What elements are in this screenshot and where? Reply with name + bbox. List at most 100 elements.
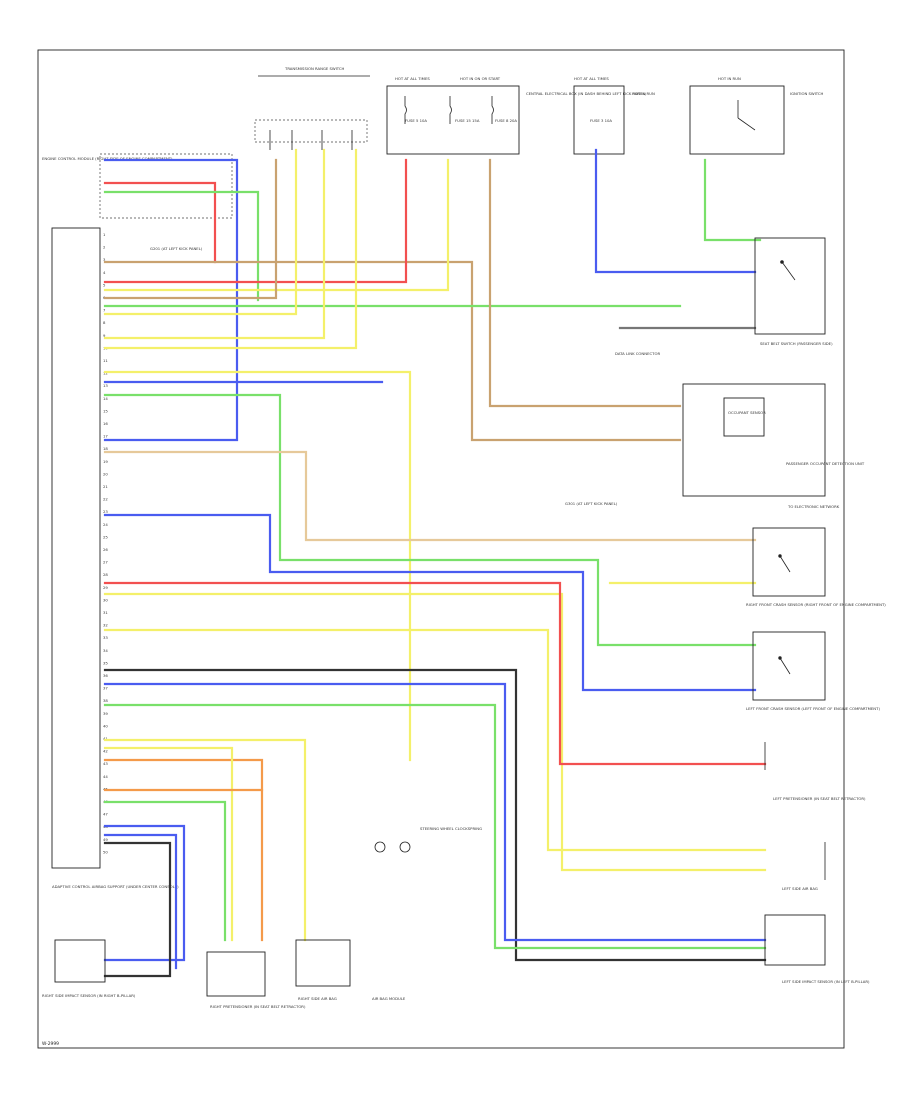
wire-brown-3: [488, 158, 682, 408]
module-pin-35: 35: [103, 660, 108, 665]
module-pin-15: 15: [103, 408, 108, 413]
label-side-sensor-l: LEFT SIDE IMPACT SENSOR (IN LEFT B-PILLA…: [782, 979, 870, 984]
wire-brown-2: [103, 158, 278, 300]
module-pin-3: 3: [103, 257, 106, 262]
label-data-link: DATA LINK CONNECTOR: [615, 351, 660, 356]
occupant-detect-box: [682, 383, 826, 497]
wire-blue-3: [103, 513, 757, 692]
module-pin-39: 39: [103, 711, 108, 716]
wire-yellow-4: [103, 148, 358, 350]
module-pin-43: 43: [103, 761, 108, 766]
module-pin-22: 22: [103, 497, 108, 502]
module-pin-1: 1: [103, 232, 106, 237]
side-sensor-l-box: [764, 914, 826, 966]
label-hotfuse3: HOT AT ALL TIMES: [574, 76, 609, 81]
wire-tan-1: [103, 450, 757, 542]
label-to-network: TO ELECTRONIC NETWORK: [787, 504, 840, 509]
module-pin-4: 4: [103, 270, 106, 275]
label-fuse-c: FUSE 8 20A: [495, 118, 517, 123]
label-clock-spring: STEERING WHEEL CLOCKSPRING: [420, 826, 482, 831]
module-pin-37: 37: [103, 686, 108, 691]
wire-green-top: [703, 158, 762, 242]
label-fuse-d: FUSE 3 10A: [590, 118, 612, 123]
module-pin-49: 49: [103, 837, 108, 842]
module-pin-5: 5: [103, 282, 106, 287]
seatbelt-switch-box: [754, 237, 826, 335]
module-pin-27: 27: [103, 560, 108, 565]
module-pin-44: 44: [103, 774, 108, 779]
wire-yellow-3: [103, 148, 326, 340]
diagram-frame: [37, 49, 845, 1049]
airbag-control-module: [51, 227, 101, 869]
module-pin-21: 21: [103, 484, 108, 489]
wire-red-2: [103, 581, 767, 766]
wire-brown-main: [103, 260, 682, 442]
module-pin-11: 11: [103, 358, 108, 363]
wire-black-2: [103, 841, 172, 978]
module-pin-20: 20: [103, 471, 108, 476]
module-pin-40: 40: [103, 723, 108, 728]
module-pin-7: 7: [103, 308, 106, 313]
seatbelt-switch-symbol: [780, 260, 796, 281]
label-fuse-note: CENTRAL ELECTRICAL BOX (IN DASH BEHIND L…: [526, 91, 647, 96]
label-airbag-module: AIR BAG MODULE: [372, 996, 406, 1001]
module-pin-16: 16: [103, 421, 108, 426]
label-fuse-b: FUSE 15 15A: [455, 118, 480, 123]
clockspring-symbol: [374, 841, 411, 853]
wire-yellow-9: [103, 746, 234, 942]
module-pin-33: 33: [103, 635, 108, 640]
wire-yellow-5: [103, 370, 412, 762]
module-pin-31: 31: [103, 610, 108, 615]
module-pin-36: 36: [103, 673, 108, 678]
label-ground-a: G201 (AT LEFT KICK PANEL): [150, 246, 203, 251]
label-occupant-detect: PASSENGER OCCUPANT DETECTION UNIT: [786, 461, 865, 466]
label-hotrun-2: HOT IN RUN: [718, 76, 741, 81]
module-pin-17: 17: [103, 434, 108, 439]
transmission-switch-box: [254, 119, 368, 143]
transmission-terminals: [269, 130, 353, 150]
label-hotrun: HOT IN RUN: [632, 91, 655, 96]
label-pretensioner-l: LEFT PRETENSIONER (IN SEAT BELT RETRACTO…: [773, 796, 866, 801]
label-ignition: IGNITION SWITCH: [790, 91, 824, 96]
wire-green-4: [103, 800, 227, 942]
module-pin-28: 28: [103, 572, 108, 577]
module-pin-26: 26: [103, 547, 108, 552]
footer-code: W-2999: [42, 1041, 59, 1047]
left-front-sensor-box: [752, 631, 826, 701]
label-airbag-control: ADAPTIVE CONTROL AIRBAG SUPPORT (UNDER C…: [52, 884, 179, 889]
wire-yellow-6: [103, 592, 767, 872]
module-pin-18: 18: [103, 446, 108, 451]
module-pin-29: 29: [103, 585, 108, 590]
label-side-sensor-r: RIGHT SIDE IMPACT SENSOR (IN RIGHT B-PIL…: [42, 993, 136, 998]
wire-layer: [103, 148, 767, 978]
label-occupant: OCCUPANT SENSOR: [728, 410, 766, 415]
right-front-sensor-box: [752, 527, 826, 597]
label-right-side-air: RIGHT SIDE AIR BAG: [298, 996, 337, 1001]
module-pin-23: 23: [103, 509, 108, 514]
wire-blue-5: [103, 824, 186, 962]
module-pin-41: 41: [103, 736, 108, 741]
label-transmission: TRANSMISSION RANGE SWITCH: [284, 66, 345, 71]
label-hotfuse1: HOT AT ALL TIMES: [395, 76, 430, 81]
label-ecm: ENGINE CONTROL MODULE (RIGHT SIDE OF ENG…: [42, 156, 173, 161]
module-pin-2: 2: [103, 245, 106, 250]
wire-blue-6: [103, 833, 178, 970]
module-pin-9: 9: [103, 333, 106, 338]
pretensioner-r-box: [206, 951, 266, 997]
label-front-impact-r: RIGHT FRONT CRASH SENSOR (RIGHT FRONT OF…: [746, 602, 886, 607]
module-pin-14: 14: [103, 396, 108, 401]
fuse-symbols: [404, 96, 494, 124]
wire-yellow-8: [103, 738, 307, 942]
module-pin-13: 13: [103, 383, 108, 388]
module-pin-30: 30: [103, 597, 108, 602]
left-front-sensor-symbol: [778, 656, 791, 675]
module-pin-32: 32: [103, 623, 108, 628]
wire-green-ecm: [103, 190, 260, 302]
label-side-air-l: LEFT SIDE AIR BAG: [782, 886, 818, 891]
label-hotfuse2: HOT IN ON OR START: [460, 76, 501, 81]
wire-blue-ecm: [103, 158, 239, 442]
wire-yellow-1: [103, 158, 450, 292]
module-pin-19: 19: [103, 459, 108, 464]
module-pin-47: 47: [103, 812, 108, 817]
